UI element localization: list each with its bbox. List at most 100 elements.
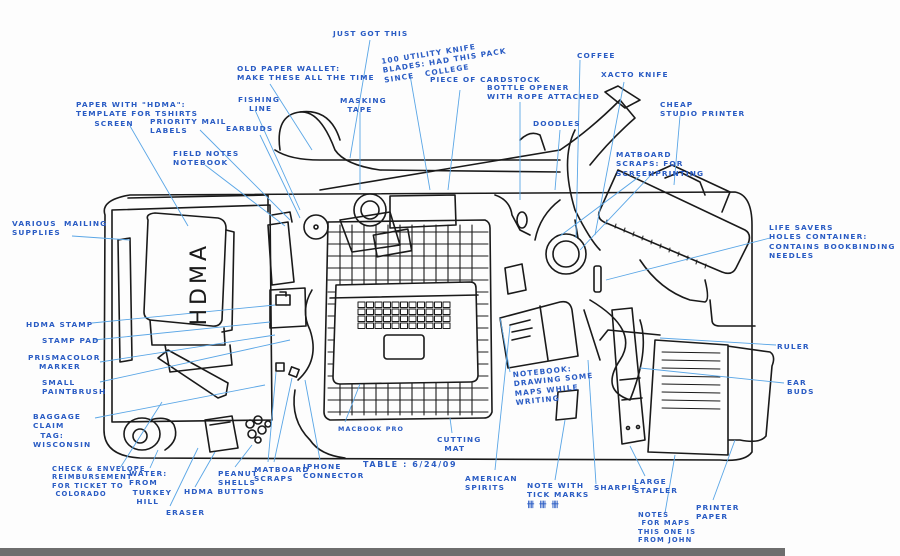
keyboard-key bbox=[417, 315, 425, 322]
keyboard-key bbox=[383, 308, 391, 315]
keyboard-key bbox=[400, 308, 408, 315]
leader-line bbox=[554, 129, 561, 191]
tick-mark-note bbox=[555, 389, 579, 421]
label-priority-mail: Priority mail labels bbox=[150, 117, 227, 136]
coffee-cup bbox=[545, 233, 587, 275]
note-text-line bbox=[661, 399, 721, 402]
hdma-stamp bbox=[275, 294, 291, 306]
keyboard-key bbox=[366, 301, 374, 308]
label-cutting-mat: Cutting mat bbox=[437, 435, 482, 454]
leader-line bbox=[349, 39, 371, 159]
leader-line bbox=[629, 445, 646, 477]
label-printer-paper: Printer paper bbox=[696, 503, 740, 522]
paper-hdma-sheet bbox=[143, 212, 227, 327]
leader-line bbox=[664, 454, 676, 514]
keyboard-key bbox=[391, 315, 400, 322]
keyboard-key bbox=[383, 322, 391, 329]
note-text-line bbox=[661, 367, 721, 370]
keyboard-key bbox=[442, 301, 451, 308]
printer-vent bbox=[623, 227, 626, 233]
keyboard-key bbox=[434, 301, 442, 308]
leader-line bbox=[659, 337, 777, 346]
keyboard-key bbox=[366, 308, 374, 315]
label-check-envelope: Check & envelope reimbursement for ticke… bbox=[52, 465, 146, 499]
trackpad bbox=[383, 334, 425, 360]
leader-line bbox=[304, 379, 321, 461]
sharpie bbox=[583, 309, 601, 361]
keyboard-key bbox=[357, 308, 366, 315]
keyboard-key bbox=[408, 301, 417, 308]
note-text-line bbox=[661, 359, 721, 362]
label-just-got-this: Just got this bbox=[333, 29, 409, 38]
leader-line bbox=[267, 371, 277, 463]
leader-line bbox=[234, 444, 253, 468]
label-american-spirits: American spirits bbox=[465, 474, 518, 493]
priority-mail-labels bbox=[372, 228, 413, 258]
keyboard-key bbox=[400, 301, 408, 308]
leader-line bbox=[71, 235, 131, 241]
label-field-notes: Field notes notebook bbox=[173, 149, 240, 168]
printer-vent bbox=[632, 231, 635, 237]
studio-printer bbox=[597, 164, 751, 303]
note-text-line bbox=[661, 407, 721, 410]
label-xacto-knife: Xacto knife bbox=[601, 70, 669, 79]
field-notes-notebook bbox=[267, 221, 295, 286]
scan-edge bbox=[0, 548, 785, 556]
keyboard-key bbox=[400, 322, 408, 329]
label-large-stapler: Large stapler bbox=[634, 477, 679, 496]
label-prismacolor: Prismacolor marker bbox=[28, 353, 101, 372]
leader-line bbox=[587, 359, 597, 485]
keyboard-key bbox=[434, 315, 442, 322]
label-paintbrush: Small paintbrush bbox=[42, 378, 107, 397]
label-hdma-stamp: Hdma stamp bbox=[26, 320, 94, 329]
label-bottle-opener: Bottle opener with rope attached bbox=[487, 83, 600, 102]
label-peanut-shells: Peanut shells bbox=[218, 469, 259, 488]
note-text-line bbox=[661, 383, 721, 386]
leader-line bbox=[554, 419, 566, 481]
printer-vent bbox=[614, 223, 617, 229]
keyboard-key bbox=[417, 308, 425, 315]
label-notes-john: Notes for maps this one is from john bbox=[638, 511, 697, 545]
leader-line bbox=[499, 317, 511, 373]
label-masking-tape: Masking tape bbox=[340, 96, 387, 115]
earbud-cord bbox=[589, 299, 645, 401]
leader-line bbox=[169, 447, 199, 507]
bottle-opener bbox=[494, 194, 531, 236]
keyboard-key bbox=[425, 301, 434, 308]
label-sharpie: Sharpie bbox=[594, 483, 638, 492]
keyboard-key bbox=[442, 322, 451, 329]
label-baggage-tag: Baggage claim tag: wisconsin bbox=[33, 412, 92, 449]
keyboard-key bbox=[383, 315, 391, 322]
leader-line bbox=[91, 304, 276, 324]
leader-line bbox=[273, 377, 293, 463]
label-doodles: Doodles bbox=[533, 119, 581, 128]
label-cardstock: Piece of cardstock bbox=[430, 75, 541, 84]
leader-line bbox=[575, 59, 581, 239]
table-date-title: Table : 6/24/09 bbox=[363, 460, 458, 469]
printer-paper bbox=[719, 344, 775, 443]
keyboard-key bbox=[374, 322, 383, 329]
leader-line bbox=[639, 367, 785, 384]
keyboard-key bbox=[357, 301, 366, 308]
keyboard-key bbox=[391, 301, 400, 308]
maps-notebook bbox=[499, 300, 579, 369]
printer-vent bbox=[641, 235, 644, 241]
paintbrush-box bbox=[157, 349, 229, 399]
keyboard-key bbox=[425, 322, 434, 329]
printer-vent bbox=[695, 259, 698, 265]
label-fishing-line: Fishing line bbox=[238, 95, 281, 114]
label-old-paper-wallet: Old paper wallet: make these all the tim… bbox=[237, 64, 375, 83]
leader-line bbox=[605, 237, 771, 281]
leader-line bbox=[99, 334, 276, 363]
leader-line bbox=[254, 109, 301, 211]
label-ear-buds-right: Ear buds bbox=[787, 378, 815, 397]
ruler bbox=[599, 329, 661, 341]
american-spirits-pack bbox=[504, 263, 527, 295]
leader-line bbox=[712, 439, 736, 501]
printer-vent bbox=[668, 247, 671, 253]
leader-line bbox=[149, 449, 159, 469]
leader-line bbox=[559, 175, 641, 237]
keyboard-key bbox=[357, 322, 366, 329]
